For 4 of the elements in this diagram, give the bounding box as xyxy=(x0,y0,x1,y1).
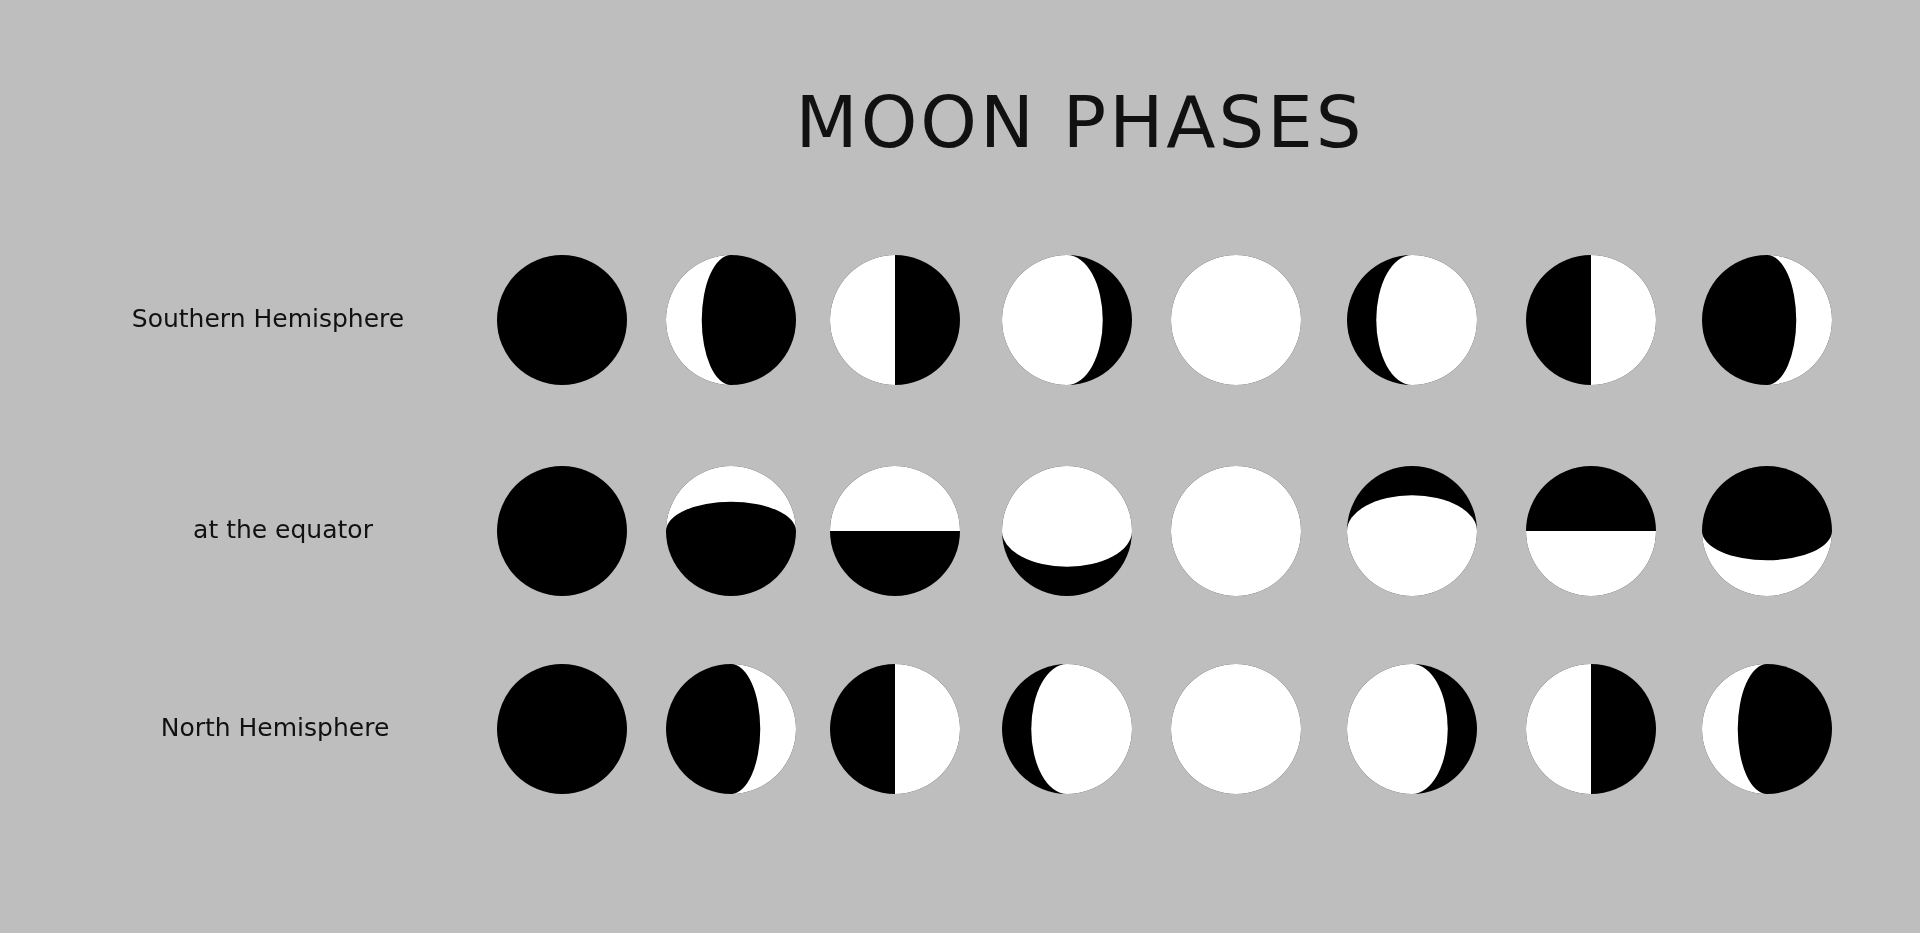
row-label: North Hemisphere xyxy=(159,713,391,742)
title: MOON PHASES xyxy=(794,80,1366,164)
row-label: at the equator xyxy=(192,515,374,544)
row-label: Southern Hemisphere xyxy=(130,304,406,333)
